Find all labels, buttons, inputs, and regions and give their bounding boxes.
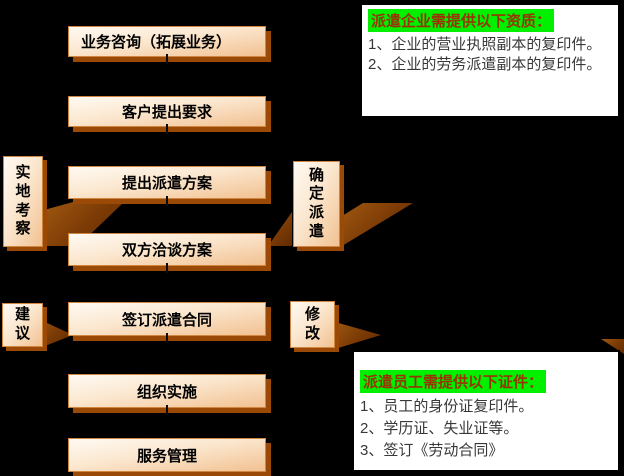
note-title: 派遣员工需提供以下证件：: [360, 370, 547, 393]
connector-line: [166, 196, 168, 206]
flow-step-service-manage: 服务管理: [68, 438, 266, 472]
note-item: 2、学历证、失业证等。: [360, 420, 519, 437]
note-item: 1、企业的营业执照副本的复印件。: [368, 36, 602, 53]
flow-step-business-consult: 业务咨询（拓展业务）: [68, 26, 266, 57]
connector-line: [166, 124, 168, 134]
connector-line: [166, 405, 168, 415]
note-item: 2、企业的劳务派遣副本的复印件。: [368, 56, 602, 73]
connector-line: [166, 54, 168, 64]
arrow-down-icon: [305, 154, 315, 162]
side-box-field-survey: 实地考察: [3, 156, 43, 247]
side-box-suggestion: 建议: [2, 303, 43, 347]
arrow-down-icon: [16, 148, 28, 157]
note-box-enterprise-docs: 派遣企业需提供以下资质： 1、企业的营业执照副本的复印件。 2、企业的劳务派遣副…: [360, 3, 620, 118]
ribbon-modify-right: [335, 322, 381, 349]
flow-step-label: 提出派遣方案: [121, 175, 212, 192]
note-item: 3、签订《劳动合同》: [360, 442, 504, 459]
flow-step-propose-plan: 提出派遣方案: [68, 166, 266, 199]
note-title: 派遣企业需提供以下资质：: [368, 9, 555, 32]
ribbon-confirm-right: [342, 203, 413, 246]
connector-line: [166, 263, 168, 273]
flow-step-label: 签订派遣合同: [121, 311, 212, 329]
ribbon-confirm-left: [268, 212, 292, 246]
flow-step-label: 组织实施: [136, 383, 197, 401]
side-label: 实地考察: [15, 164, 31, 238]
flow-step-label: 客户提出要求: [121, 104, 212, 121]
side-label: 确定派遣: [308, 166, 324, 240]
flow-step-sign-contract: 签订派遣合同: [68, 302, 266, 336]
side-label: 建议: [14, 306, 30, 342]
note-item: 1、员工的身份证复印件。: [360, 398, 534, 415]
flow-step-label: 服务管理: [136, 447, 197, 465]
side-label: 修改: [304, 305, 320, 342]
flow-step-implement: 组织实施: [68, 374, 266, 408]
note-box-employee-docs: 派遣员工需提供以下证件： 1、员工的身份证复印件。 2、学历证、失业证等。 3、…: [352, 350, 620, 472]
flow-step-customer-request: 客户提出要求: [68, 96, 266, 127]
side-box-modify: 修改: [290, 301, 335, 348]
flow-step-label: 业务咨询（拓展业务）: [81, 34, 232, 51]
connector-line: [166, 333, 168, 343]
flow-step-label: 双方洽谈方案: [121, 242, 212, 259]
side-box-confirm-dispatch: 确定派遣: [293, 161, 340, 247]
flow-step-negotiate-plan: 双方洽谈方案: [68, 233, 266, 266]
